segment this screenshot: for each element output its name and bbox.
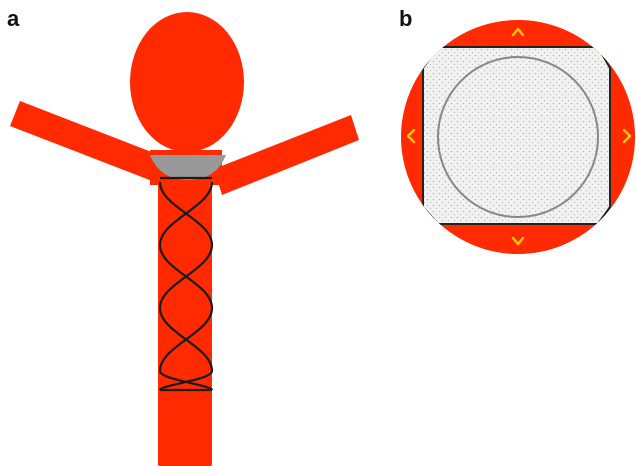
panel-a-diagram bbox=[10, 12, 359, 466]
right-branch-vessel bbox=[214, 115, 359, 195]
panel-b-diagram bbox=[401, 20, 635, 254]
aneurysm-sac bbox=[130, 12, 244, 152]
sleeve-octagon bbox=[423, 47, 610, 224]
